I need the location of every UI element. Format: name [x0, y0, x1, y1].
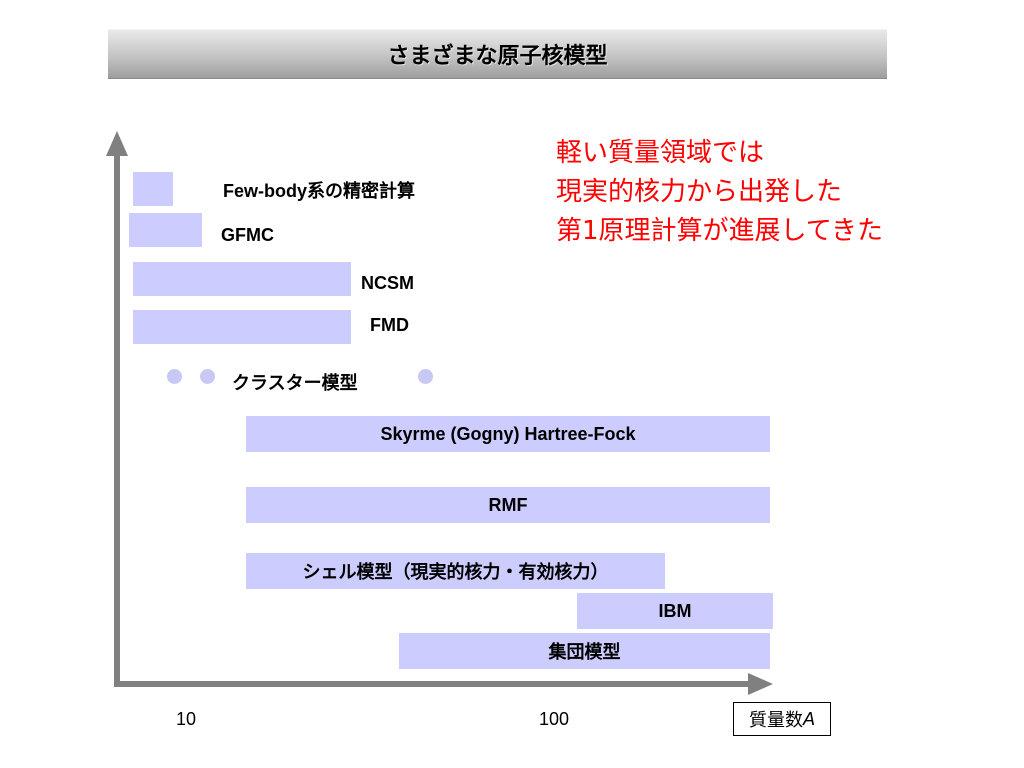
- annotation-line: 第1原理計算が進展してきた: [556, 216, 883, 246]
- annotation-text: 軽い質量領域では 現実的核力から出発した 第1原理計算が進展してきた: [556, 134, 883, 251]
- label-gfmc: GFMC: [221, 225, 274, 245]
- label-cluster: クラスター模型: [232, 373, 358, 393]
- cluster-dot: [418, 369, 433, 384]
- x-axis-arrowhead: [748, 673, 773, 695]
- label-shell-model: シェル模型（現実的核力・有効核力）: [302, 562, 609, 582]
- label-fmd: FMD: [370, 315, 409, 335]
- bar-skyrme-hf: Skyrme (Gogny) Hartree-Fock: [246, 416, 770, 452]
- x-axis-label: 質量数: [748, 710, 803, 731]
- x-tick-label: 100: [539, 709, 570, 729]
- bar-ncsm: [133, 262, 351, 296]
- label-ncsm: NCSM: [361, 273, 414, 293]
- label-collective-model: 集団模型: [548, 642, 621, 662]
- y-axis-arrowhead: [106, 131, 128, 156]
- label-ibm: IBM: [658, 600, 692, 621]
- label-few-body: Few-body系の精密計算: [223, 181, 415, 201]
- annotation-line: 現実的核力から出発した: [556, 177, 843, 207]
- x-axis-variable: A: [802, 708, 815, 729]
- cluster-dot: [167, 369, 182, 384]
- bar-gfmc: [129, 213, 202, 247]
- x-tick-label: 10: [176, 709, 197, 729]
- cluster-dot: [200, 369, 215, 384]
- title-bar: さまざまな原子核模型: [108, 29, 887, 79]
- bar-collective-model: 集団模型: [399, 633, 770, 669]
- annotation-line: 軽い質量領域では: [556, 138, 765, 168]
- slide-title: さまざまな原子核模型: [387, 44, 608, 69]
- bar-few-body: [133, 172, 173, 206]
- bar-shell-model: シェル模型（現実的核力・有効核力）: [246, 553, 665, 589]
- bar-rmf: RMF: [246, 487, 770, 523]
- label-rmf: RMF: [488, 494, 528, 515]
- label-skyrme-hf: Skyrme (Gogny) Hartree-Fock: [380, 423, 636, 444]
- bar-ibm: IBM: [577, 593, 773, 629]
- bar-fmd: [133, 310, 351, 344]
